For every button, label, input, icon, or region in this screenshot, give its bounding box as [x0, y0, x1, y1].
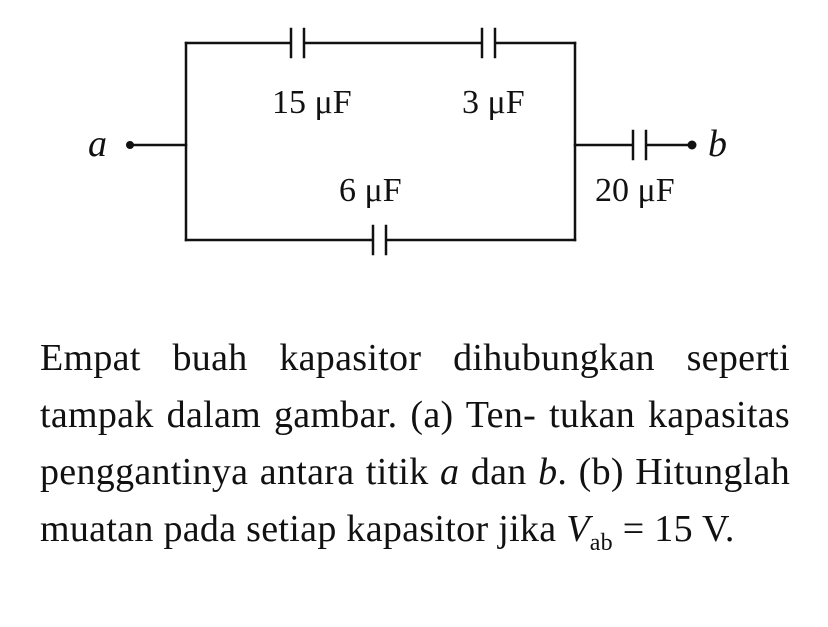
subscript-ab: ab: [589, 530, 613, 556]
problem-text-4: = 15 V.: [612, 508, 735, 550]
capacitor-15uF-label: 15 μF: [272, 84, 352, 121]
problem-text-2: dan: [459, 451, 539, 493]
terminal-a-label: a: [88, 123, 107, 165]
terminal-a-dot: [126, 141, 134, 149]
capacitor-3uF-label: 3 μF: [462, 84, 525, 121]
variable-a: a: [440, 451, 460, 493]
capacitor-20uF-label: 20 μF: [595, 172, 675, 209]
terminal-b-label: b: [708, 123, 727, 165]
capacitor-circuit-diagram: a b 15 μF 3 μF 6 μF 20 μF: [88, 27, 727, 256]
terminal-b-dot: [687, 140, 697, 150]
problem-statement: Empat buah kapasitor dihubungkan seperti…: [40, 330, 790, 558]
problem-text-1: Empat buah kapasitor dihubungkan seperti…: [40, 337, 790, 493]
variable-V: V: [566, 508, 590, 550]
capacitor-6uF-label: 6 μF: [339, 172, 402, 209]
variable-b: b: [538, 451, 558, 493]
problem-text-3: . (b) Hitunglah muatan pada setiap kapas…: [40, 451, 790, 550]
